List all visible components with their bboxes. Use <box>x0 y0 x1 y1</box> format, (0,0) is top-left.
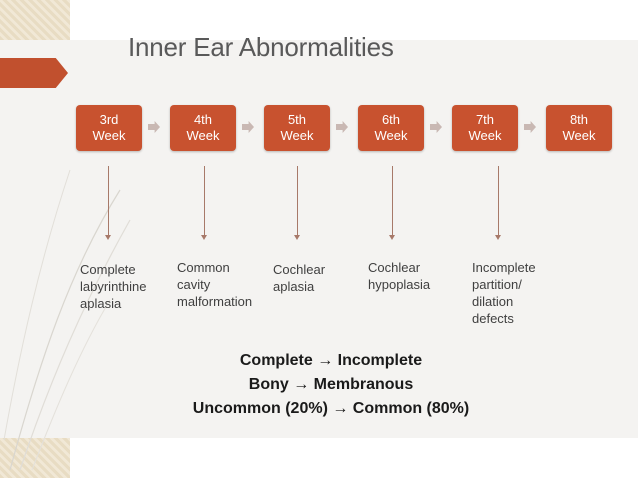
outcome-line: aplasia <box>273 279 315 294</box>
title-accent-arrow <box>0 58 68 88</box>
outcome-line: Common <box>177 260 230 275</box>
week-number: 8th <box>569 112 589 127</box>
outcome-line: dilation <box>472 294 514 309</box>
chevron-right-icon <box>524 121 536 133</box>
week-label: Week <box>468 128 502 143</box>
bottom-band <box>0 438 638 478</box>
outcome-line: defects <box>472 311 514 326</box>
outcome-common-cavity-malformation: Common cavity malformation <box>177 259 252 310</box>
outcome-line: aplasia <box>80 296 122 311</box>
outcome-line: hypoplasia <box>368 277 431 292</box>
outcome-line: cavity <box>177 277 211 292</box>
summary-line: Bony → Membranous <box>248 376 414 393</box>
week-box-6th: 6th Week <box>358 105 424 151</box>
week-number: 3rd <box>99 112 119 127</box>
summary-line: Complete → Incomplete <box>239 352 423 369</box>
outcome-line: Cochlear <box>368 260 421 275</box>
week-box-5th: 5th Week <box>264 105 330 151</box>
week-box-3rd: 3rd Week <box>76 105 142 151</box>
week-box-7th: 7th Week <box>452 105 518 151</box>
week-label: Week <box>374 128 408 143</box>
outcome-line: Cochlear <box>273 262 326 277</box>
week-number: 5th <box>287 112 307 127</box>
connector-arrow <box>105 166 111 240</box>
outcome-line: partition/ <box>472 277 522 292</box>
corner-pattern-bottom <box>0 438 70 478</box>
outcome-line: Incomplete <box>472 260 536 275</box>
connector-arrow <box>294 166 300 240</box>
chevron-right-icon <box>148 121 160 133</box>
week-number: 7th <box>475 112 495 127</box>
week-label: Week <box>92 128 126 143</box>
week-label: Week <box>280 128 314 143</box>
week-box-8th: 8th Week <box>546 105 612 151</box>
slide-title: Inner Ear Abnormalities <box>128 32 394 62</box>
outcome-cochlear-aplasia: Cochlear aplasia <box>273 261 325 295</box>
outcome-line: labyrinthine <box>80 279 147 294</box>
week-label: Week <box>186 128 220 143</box>
chevron-right-icon <box>242 121 254 133</box>
summary-line: Uncommon (20%) → Common (80%) <box>192 400 470 417</box>
top-band <box>0 0 638 40</box>
outcome-complete-labyrinthine-aplasia: Complete labyrinthine aplasia <box>80 261 147 312</box>
week-number: 4th <box>193 112 213 127</box>
connector-arrow <box>201 166 207 240</box>
connector-arrow <box>389 166 395 240</box>
chevron-right-icon <box>430 121 442 133</box>
outcome-cochlear-hypoplasia: Cochlear hypoplasia <box>368 259 430 293</box>
week-box-4th: 4th Week <box>170 105 236 151</box>
corner-pattern-top <box>0 0 70 40</box>
outcome-line: malformation <box>177 294 253 309</box>
chevron-right-icon <box>336 121 348 133</box>
week-label: Week <box>562 128 596 143</box>
connector-arrow <box>495 166 501 240</box>
outcome-line: Complete <box>80 262 136 277</box>
week-number: 6th <box>381 112 401 127</box>
outcome-incomplete-partition: Incomplete partition/ dilation defects <box>472 259 536 327</box>
